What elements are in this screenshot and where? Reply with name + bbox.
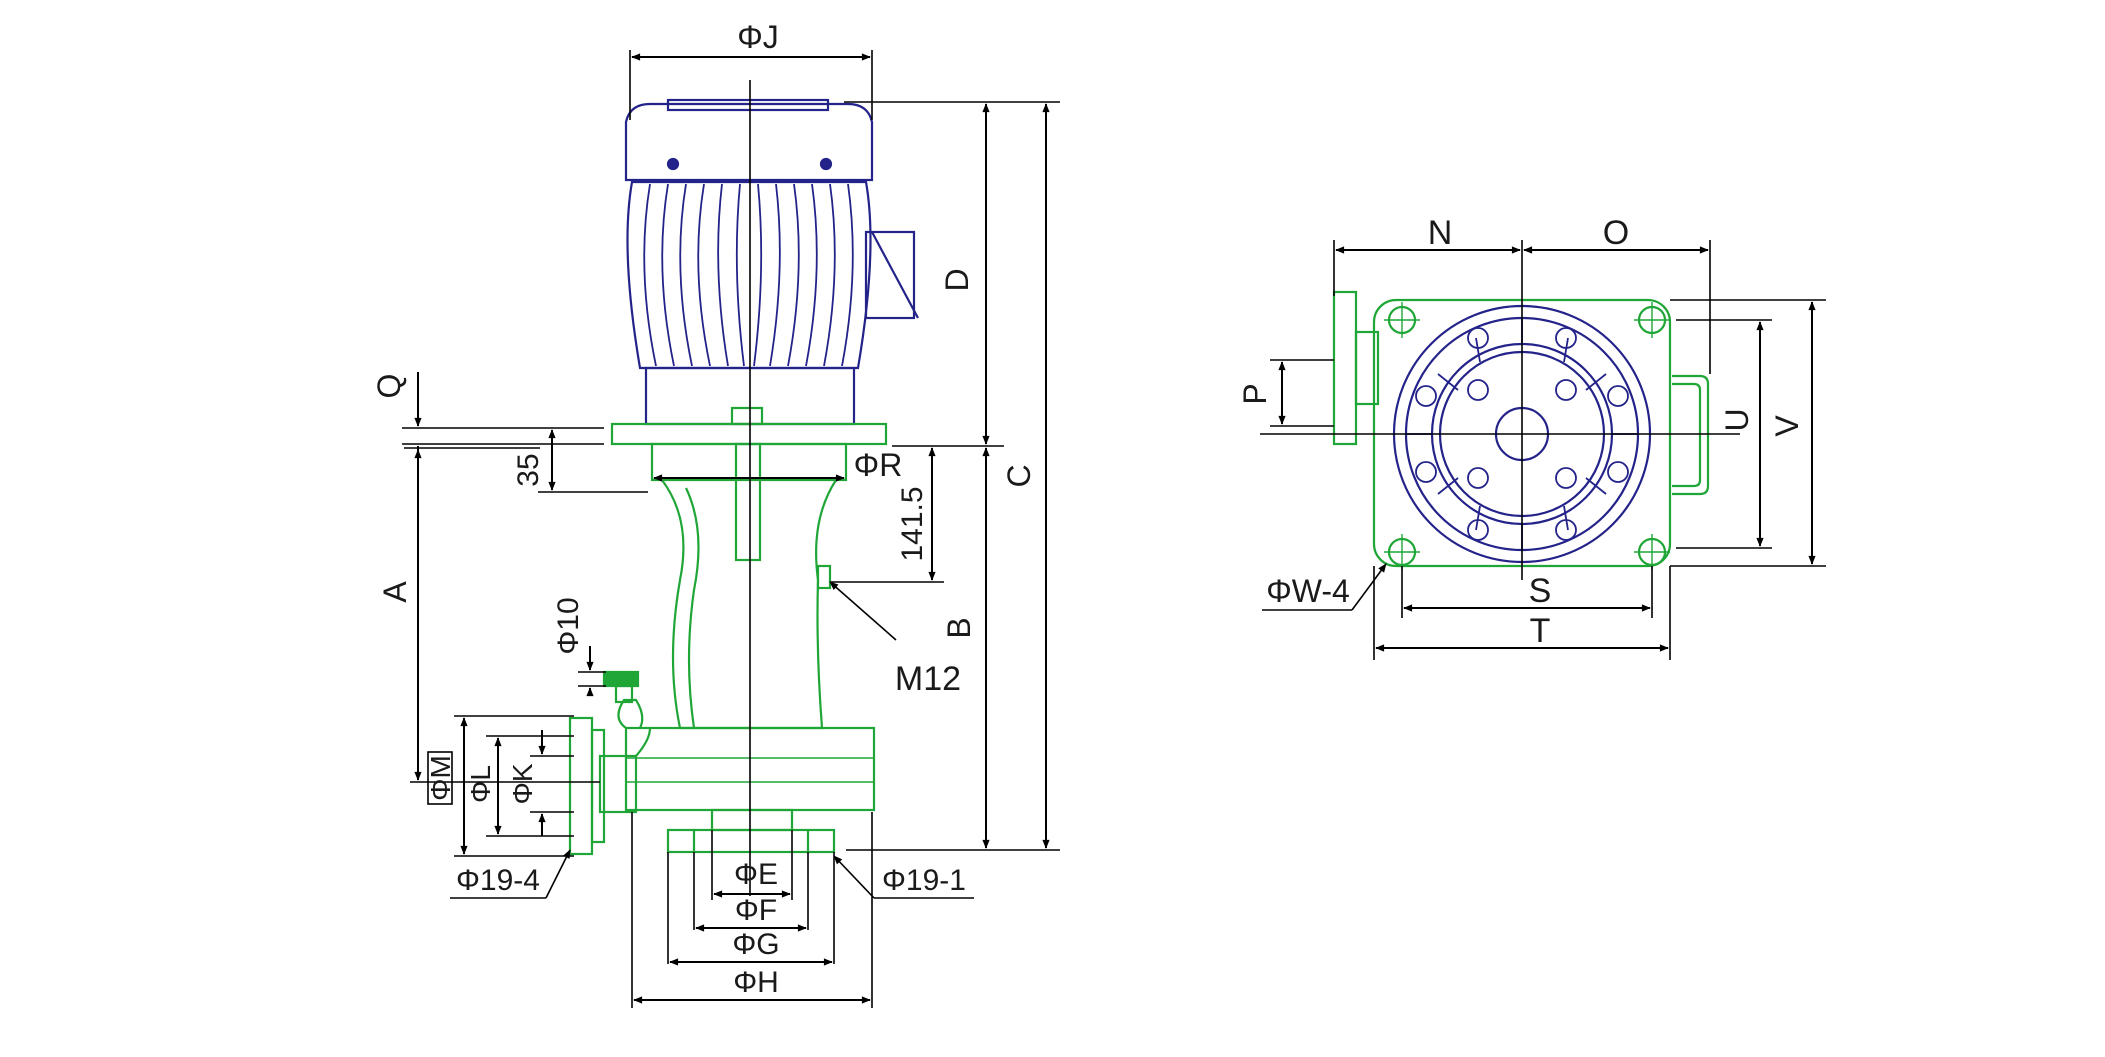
dim-phi-m-l-k [427, 715, 574, 857]
leader-phi-19-1 [833, 855, 974, 899]
top-side-flange-hub [1354, 330, 1380, 406]
label-a: A [377, 581, 413, 603]
inner-shaft [734, 442, 762, 562]
phi-m-box [427, 751, 453, 805]
side-view: ΦJ D C Q 35 ΦR 141.5 A B M12 Φ10 ΦM ΦL Φ… [371, 19, 1060, 1008]
motor-terminal-box [864, 230, 916, 320]
label-d: D [939, 268, 975, 291]
dim-n-o [1333, 240, 1711, 374]
label-phi-e: ΦE [734, 858, 778, 891]
outlet-flange [568, 716, 594, 856]
dim-bottom [631, 812, 873, 1008]
vent-pipe [617, 698, 644, 729]
outlet-connector [635, 727, 652, 757]
m12-bolt-head [816, 564, 832, 590]
shaft-coupling [730, 406, 764, 426]
label-t: T [1530, 612, 1551, 650]
pump-body [568, 406, 888, 856]
label-q: Q [371, 374, 407, 399]
label-c: C [1001, 464, 1037, 487]
dim-u-v [1670, 299, 1826, 567]
label-phi-f: ΦF [735, 894, 777, 927]
motor-bolt-right [819, 157, 833, 171]
motor-body [626, 180, 872, 370]
motor-fan-cover [624, 102, 874, 182]
label-phi-k: ΦK [507, 763, 538, 804]
dim-s-t [1373, 566, 1671, 660]
label-phi-h: ΦH [733, 966, 779, 999]
label-phi-g: ΦG [732, 928, 779, 961]
dim-a [404, 447, 600, 783]
label-phi-10: Φ10 [552, 597, 585, 654]
terminal-box-cover [871, 231, 919, 319]
top-bolt-circle-inner [1467, 379, 1577, 489]
top-base-plate [1332, 290, 1710, 570]
leader-phi-19-4 [450, 849, 571, 899]
outlet-flange-hub [590, 728, 606, 844]
top-handle [1672, 374, 1710, 496]
inlet-flange [666, 828, 836, 854]
inner-column-line [685, 487, 700, 729]
label-p: P [1237, 383, 1273, 404]
label-b: B [941, 617, 977, 638]
dim-p [1270, 359, 1334, 427]
leader-phi-w-4 [1262, 563, 1387, 611]
label-o: O [1603, 214, 1629, 252]
label-phi-l: ΦL [465, 765, 496, 803]
leader-m12 [829, 581, 897, 641]
bottom-stud [710, 808, 794, 832]
label-phi-w-4: ΦW-4 [1266, 573, 1350, 609]
label-s: S [1529, 572, 1552, 610]
dim-q [402, 372, 604, 470]
plate-collar [650, 442, 848, 482]
label-u: U [1719, 408, 1755, 431]
dim-35 [538, 429, 648, 493]
dim-d [844, 101, 1060, 447]
top-handle-inner [1672, 382, 1702, 488]
label-v: V [1769, 415, 1805, 437]
dim-phi-j [629, 50, 873, 120]
motor-bolt-left [666, 157, 680, 171]
dim-phi-10 [578, 646, 606, 697]
top-bolt-circle-outer [1415, 327, 1629, 541]
label-141-5: 141.5 [896, 486, 929, 561]
top-side-flange [1332, 290, 1358, 446]
dim-141-5 [830, 447, 944, 583]
label-phi-19-1: Φ19-1 [882, 864, 966, 897]
motor-cooling-fins [643, 183, 854, 367]
mounting-plate [610, 422, 888, 446]
label-phi-j: ΦJ [737, 19, 779, 55]
top-view: N O P U V ΦW-4 S T [1237, 214, 1826, 660]
vent-plug-body [614, 684, 634, 704]
label-35: 35 [512, 453, 545, 486]
dim-c [846, 103, 1060, 851]
label-m12: M12 [895, 660, 961, 698]
label-phi-r: ΦR [854, 447, 903, 483]
label-n: N [1428, 214, 1453, 252]
outlet-nozzle [598, 754, 638, 814]
label-phi-19-4: Φ19-4 [456, 864, 540, 897]
motor [624, 98, 919, 426]
pump-column [661, 479, 837, 730]
vent-plug [602, 670, 640, 688]
label-phi-m: ΦM [425, 755, 456, 801]
